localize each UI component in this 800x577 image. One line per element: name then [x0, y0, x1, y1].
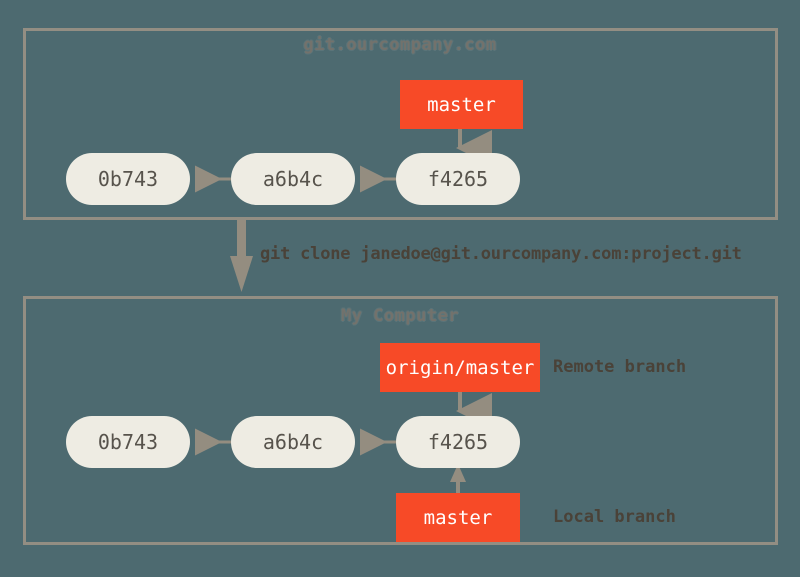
panel-title-remote: git.ourcompany.com	[303, 35, 497, 55]
panel-title-local: My Computer	[340, 306, 460, 326]
commit-node-f4265-local[interactable]: f4265	[396, 416, 520, 468]
commit-node-f4265-remote[interactable]: f4265	[396, 153, 520, 205]
annotation-remote-branch: Remote branch	[553, 357, 687, 377]
branch-box-master-remote[interactable]: master	[400, 80, 523, 129]
commit-node-a6b4c-remote[interactable]: a6b4c	[231, 153, 355, 205]
clone-flow-arrow	[230, 218, 253, 292]
annotation-local-branch: Local branch	[553, 507, 676, 527]
commit-node-0b743-local[interactable]: 0b743	[66, 416, 190, 468]
branch-box-origin-master[interactable]: origin/master	[380, 343, 540, 392]
panel-my-computer	[23, 296, 778, 545]
commit-node-0b743-remote[interactable]: 0b743	[66, 153, 190, 205]
clone-command-label: git clone janedoe@git.ourcompany.com:pro…	[260, 244, 742, 264]
panel-remote-server	[23, 28, 778, 220]
commit-node-a6b4c-local[interactable]: a6b4c	[231, 416, 355, 468]
branch-box-master-local[interactable]: master	[396, 493, 520, 542]
